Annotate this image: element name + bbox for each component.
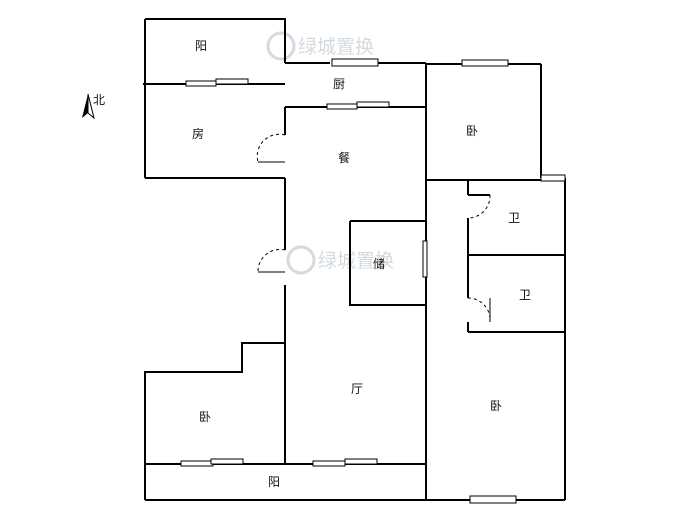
room-bedroom-bottom-left: 卧 (199, 410, 211, 424)
sliding-door-bottom-2 (210, 458, 244, 465)
window-bedroom-top-right (461, 59, 509, 67)
room-bedroom-bottom-right: 卧 (490, 399, 502, 413)
room-living: 厅 (351, 382, 363, 396)
compass-label: 北 (93, 93, 105, 107)
room-balcony-top: 阳 (195, 39, 207, 53)
north-arrow-icon (82, 93, 95, 120)
doors (256, 133, 491, 323)
room-bedroom-top-right: 卧 (466, 124, 478, 138)
window-corner (540, 174, 566, 182)
watermark-logo-middle: 绿城置换 (286, 245, 394, 275)
room-bath-upper: 卫 (508, 211, 520, 225)
room-labels: 阳 厨 房 餐 卧 卫 储 卫 厅 卧 卧 阳 (192, 39, 531, 489)
windows (180, 58, 566, 504)
room-balcony-bottom: 阳 (268, 475, 280, 489)
sliding-door-left-2 (215, 78, 249, 85)
watermark-text-top: 绿城置换 (298, 36, 374, 58)
room-storage: 储 (373, 256, 385, 271)
window-kitchen (331, 58, 379, 67)
sliding-door-bottom-1 (180, 460, 214, 467)
room-left: 房 (192, 126, 204, 141)
room-bath-lower: 卫 (519, 288, 531, 302)
sliding-door-dining-2 (356, 101, 390, 108)
sliding-door-bottom-4 (344, 458, 378, 465)
window-bedroom-bottom-right (469, 495, 517, 504)
room-dining: 餐 (338, 150, 350, 165)
sliding-door-bottom-3 (312, 460, 346, 467)
sliding-door-dining-1 (326, 103, 358, 110)
watermark-logo-top: 绿城置换 (266, 31, 374, 61)
sliding-door-left-1 (185, 80, 217, 87)
walls (143, 18, 566, 501)
watermark-text-middle: 绿城置换 (318, 250, 394, 272)
room-kitchen: 厨 (333, 77, 345, 91)
door-storage (422, 240, 428, 278)
